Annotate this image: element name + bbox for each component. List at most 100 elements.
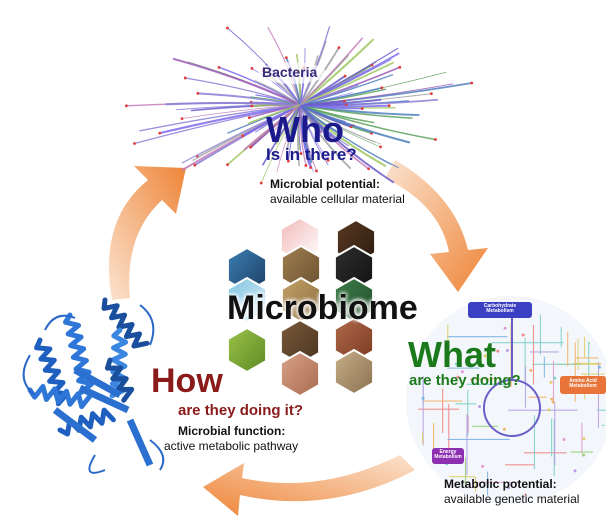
who-caption: available cellular material <box>270 192 405 206</box>
map-label-top <box>468 302 532 318</box>
tree-leaf-dot <box>429 92 433 96</box>
protein-beta-sheet <box>73 366 122 399</box>
pathway-node <box>549 380 553 384</box>
protein-loop <box>44 314 76 331</box>
tree-leaf-dot <box>180 117 184 121</box>
pathway-node <box>550 397 554 401</box>
who-subtitle: Is in there? <box>266 145 357 164</box>
protein-helix <box>27 384 93 410</box>
pathway-node <box>470 378 474 382</box>
tree-leaf-dot <box>259 181 263 185</box>
protein-helix <box>63 312 95 395</box>
tree-leaf-dot <box>367 167 371 171</box>
what-caption-bold: Metabolic potential: <box>444 477 557 491</box>
tree-branch <box>299 38 375 106</box>
pathway-node <box>547 408 551 412</box>
map-label-right-text: Amino Acid Metabolism <box>569 378 597 389</box>
pathway-node <box>582 437 586 441</box>
tree-branch <box>247 104 301 125</box>
tree-leaf-dot <box>124 104 128 108</box>
how-subtitle: are they doing it? <box>178 402 304 419</box>
tree-leaf-dot <box>342 99 346 103</box>
tree-leaf-dot <box>250 104 254 108</box>
tree-branch <box>299 86 383 106</box>
pathway-node <box>562 437 566 441</box>
pathway-node <box>521 333 525 337</box>
map-label-left-text: Energy Metabolism <box>434 449 462 460</box>
protein-loop <box>22 354 36 396</box>
pathway-node <box>580 312 584 316</box>
how-title: How <box>151 362 223 400</box>
tree-branch <box>299 98 382 106</box>
protein-beta-sheet <box>52 407 98 443</box>
pathway-node <box>551 400 555 404</box>
what-subtitle: are they doing? <box>409 372 521 389</box>
pathway-node <box>496 349 500 353</box>
habitat-hexagon <box>226 326 268 374</box>
protein-loop <box>139 304 155 346</box>
who-title: Who <box>266 109 344 150</box>
tree-leaf-dot <box>158 131 162 135</box>
cycle-arrow-who-to-what <box>385 160 488 292</box>
tree-leaf-dot <box>226 163 229 167</box>
tree-leaf-dot <box>284 56 288 60</box>
tree-leaf-dot <box>196 91 200 95</box>
tree-leaf-dot <box>133 142 136 145</box>
tree-branch <box>284 104 301 139</box>
tree-leaf-dot <box>299 152 303 155</box>
tree-branch <box>299 104 395 184</box>
tree-branch <box>299 61 395 106</box>
tree-branch <box>299 37 364 106</box>
tree-branch <box>299 104 413 119</box>
how-caption: active metabolic pathway <box>164 439 299 453</box>
tree-leaf-dot <box>217 65 221 69</box>
tree-branch <box>243 104 301 151</box>
habitat-hexagon <box>279 350 321 398</box>
tree-branch <box>260 104 301 184</box>
tree-branch <box>185 77 301 106</box>
cycle-arrow-what-to-how <box>203 455 415 516</box>
protein-helix <box>101 297 150 349</box>
how-caption-bold: Microbial function: <box>178 424 286 438</box>
tree-leaf-dot <box>304 164 308 167</box>
pathway-node <box>460 370 464 374</box>
tree-leaf-dot <box>470 81 474 85</box>
protein-helix <box>57 407 116 437</box>
protein-ribbon-structure <box>22 297 165 474</box>
what-title: What <box>408 334 496 375</box>
tree-leaf-dot <box>315 169 318 173</box>
tree-branch <box>172 57 301 106</box>
protein-loop <box>149 439 165 471</box>
tree-branch <box>299 84 359 106</box>
tree-label: Bacteria <box>262 64 318 80</box>
tree-leaf-dot <box>360 107 364 111</box>
tree-branch <box>299 104 317 172</box>
pathway-node <box>553 376 557 380</box>
pathway-node <box>483 354 487 358</box>
tree-leaf-dot <box>226 26 229 30</box>
habitat-hexagon <box>226 276 268 324</box>
tree-branch <box>299 104 329 166</box>
tree-branch <box>139 104 301 132</box>
pathway-node <box>503 326 507 330</box>
map-label-top-text: Carbohydrate Metabolism <box>483 303 517 314</box>
pathway-node <box>573 469 577 473</box>
tree-branch <box>298 104 302 154</box>
phylogenetic-tree <box>124 26 474 185</box>
tree-leaf-dot <box>326 158 330 162</box>
pathway-node <box>454 362 458 366</box>
tree-leaf-dot <box>344 103 348 107</box>
pathway-node <box>421 396 425 400</box>
center-title: Microbiome <box>227 289 418 327</box>
habitat-hexagon <box>333 348 375 396</box>
pathway-node <box>529 368 533 372</box>
pathway-node <box>597 365 601 369</box>
tree-branch <box>299 104 352 170</box>
tree-leaf-dot <box>337 131 340 134</box>
pathway-node <box>505 348 509 352</box>
map-label-left <box>432 448 464 464</box>
tree-branch <box>261 104 301 166</box>
pathway-node <box>478 405 482 409</box>
tree-leaf-dot <box>248 116 251 120</box>
